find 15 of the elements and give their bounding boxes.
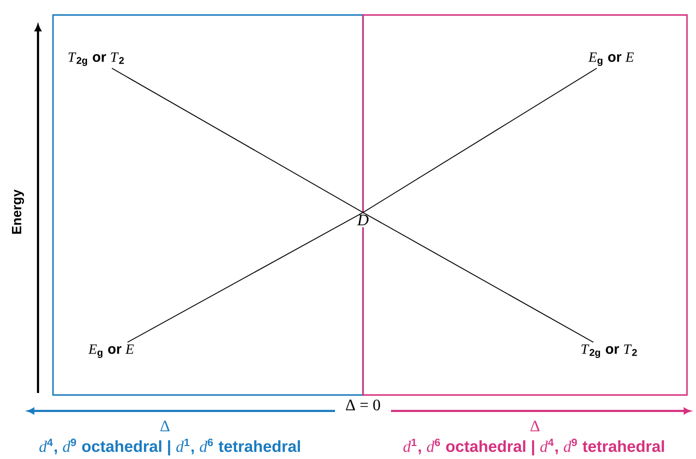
- term-label: E$_{g}$ or E: [588, 52, 634, 66]
- delta-label: Δ: [160, 420, 170, 432]
- zero-label: Δ = 0: [346, 400, 380, 410]
- term-line: [127, 212, 364, 343]
- term-label: D: [355, 212, 371, 228]
- term-line: [362, 68, 598, 213]
- term-line: [362, 212, 594, 343]
- axis-label: Energy: [12, 189, 24, 234]
- configuration-label: d$^{1}$, d$^{6}$ octahedral | d$^{4}$, d$^{9}$ tetrahedral: [403, 438, 664, 456]
- term-label: T$_{2g}$ or T$_{2}$: [582, 344, 637, 358]
- delta-label: Δ: [530, 420, 540, 432]
- term-label: T$_{2g}$ or T$_{2}$: [68, 52, 124, 66]
- term-line: [111, 68, 364, 213]
- configuration-label: d$^{4}$, d$^{9}$ octahedral | d$^{1}$, d$^{6}$ tetrahedral: [39, 438, 300, 456]
- term-label: E$_{g}$ or E: [88, 344, 134, 358]
